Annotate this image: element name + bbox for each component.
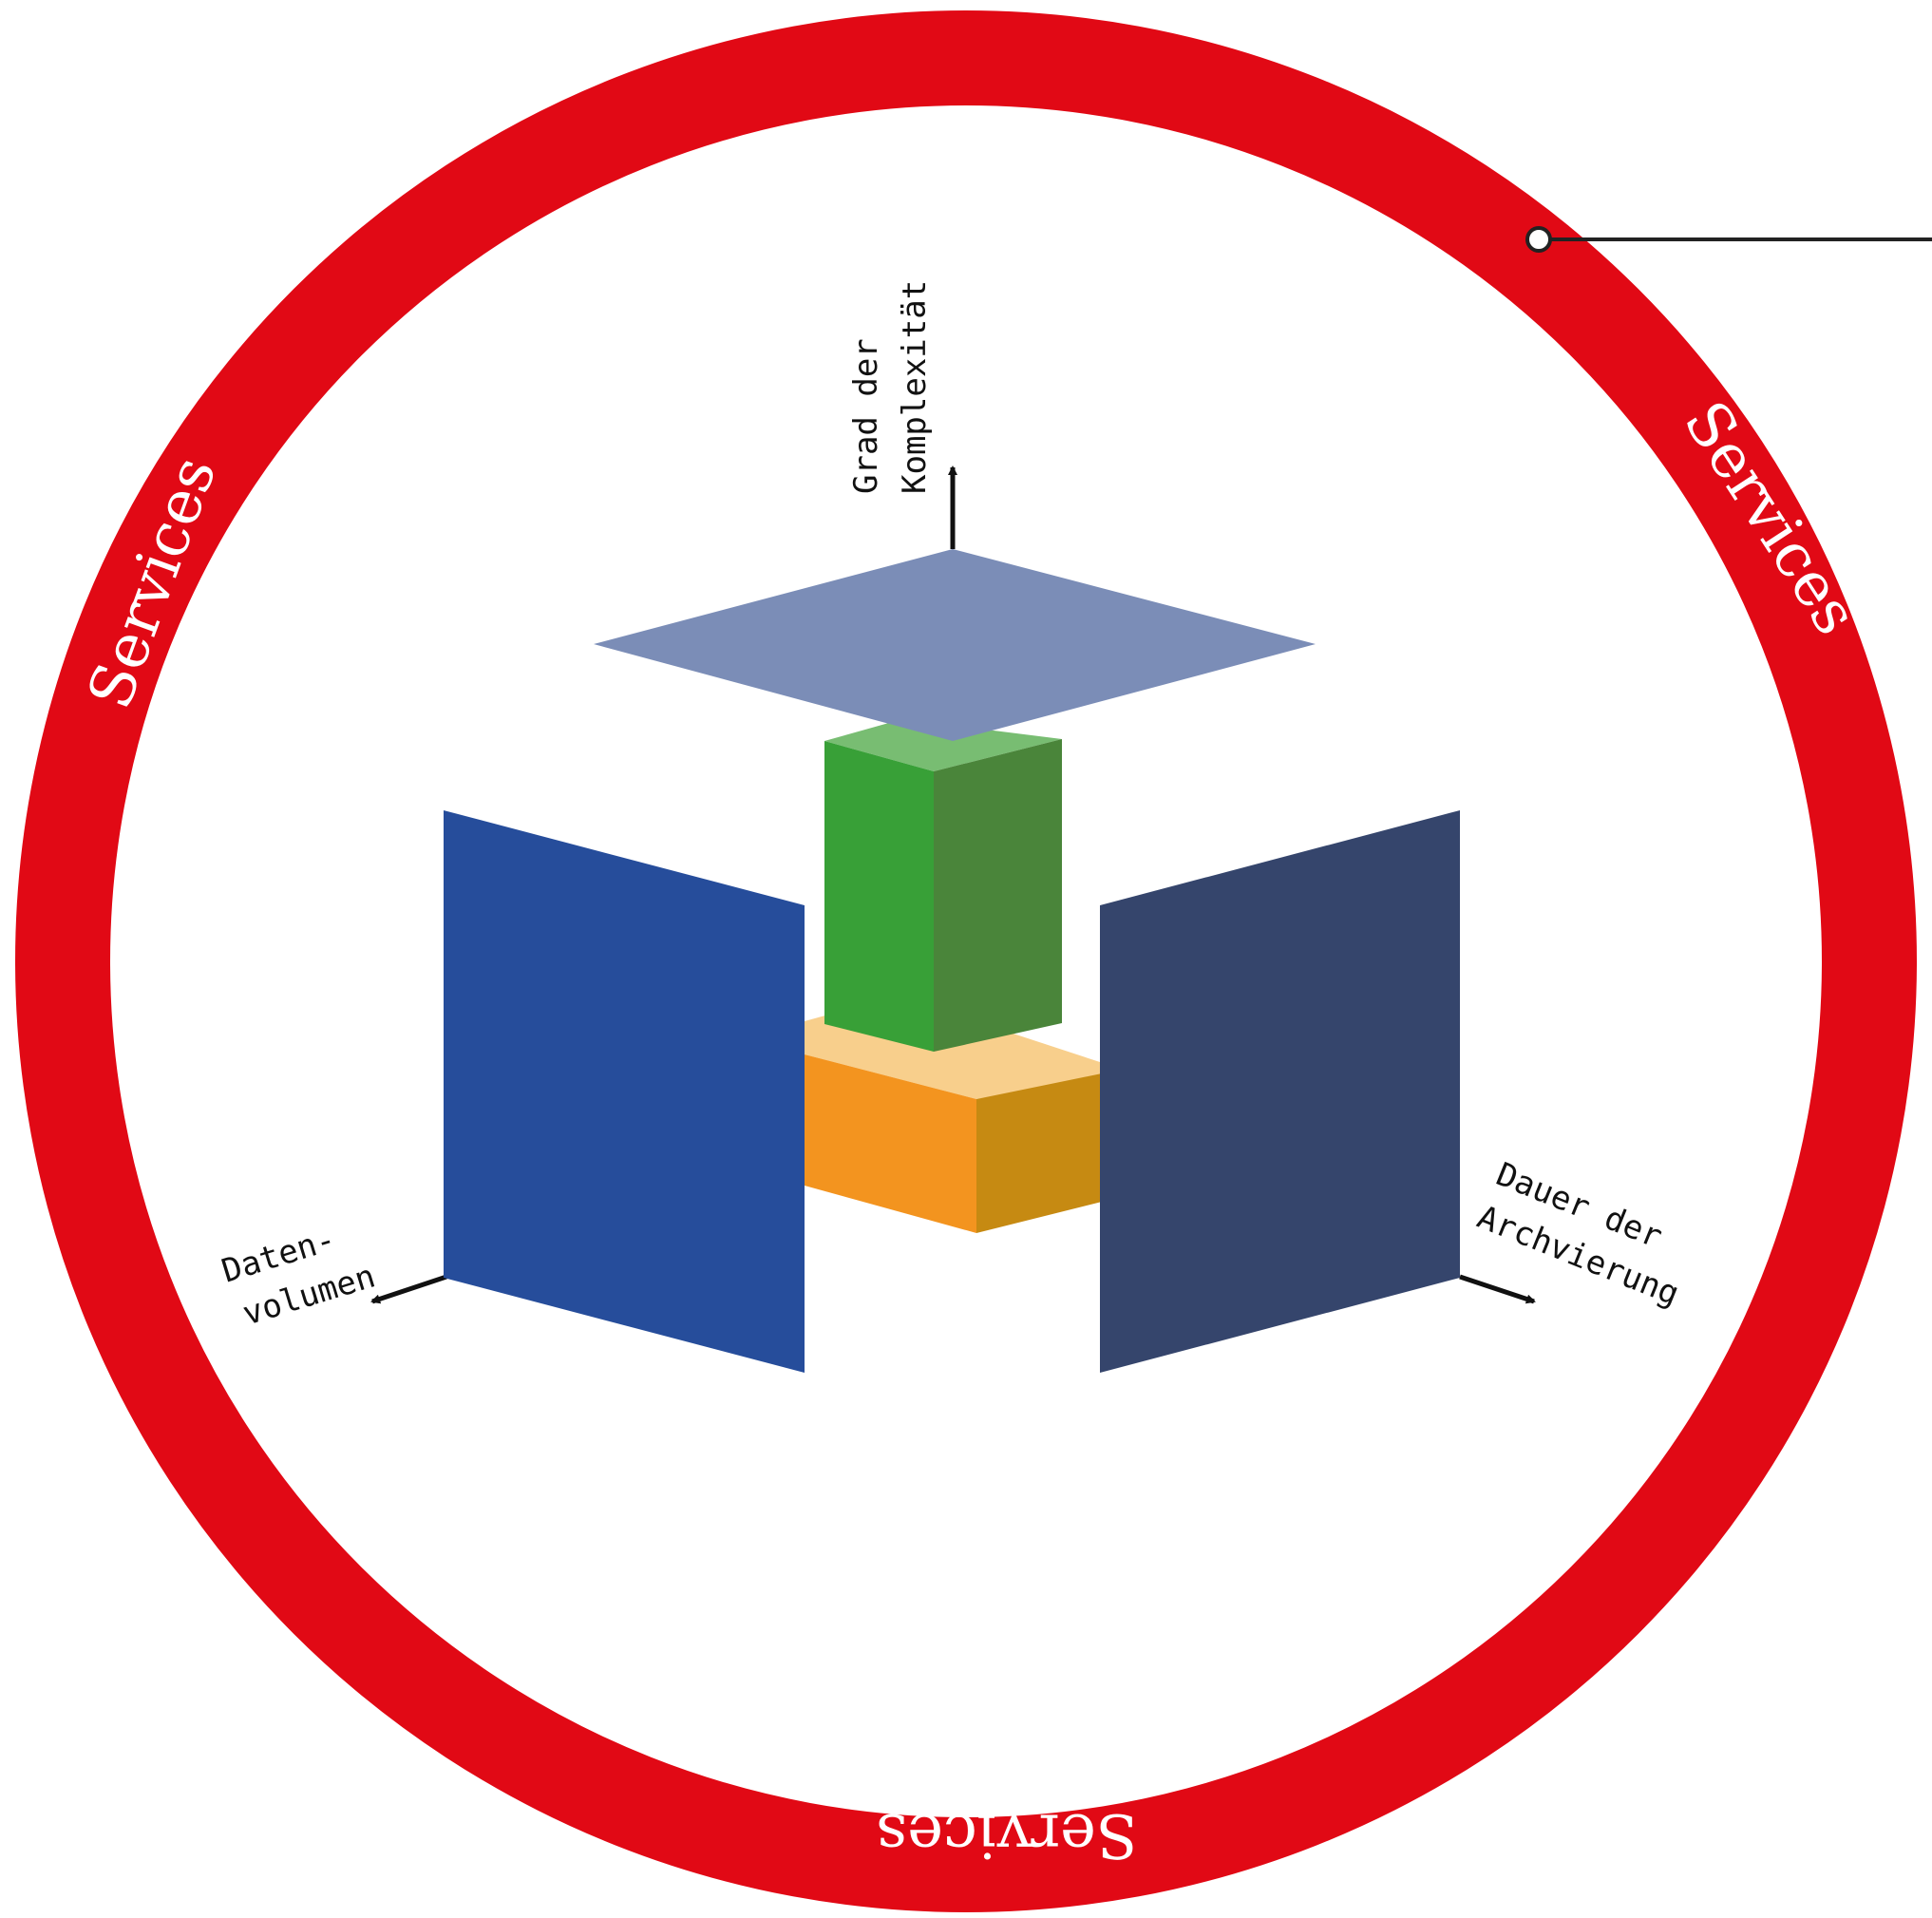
right-panel — [1100, 810, 1460, 1373]
vertical-axis-label-line1: Grad der — [847, 338, 885, 494]
left-panel — [444, 810, 805, 1373]
orange-box-side — [976, 1073, 1102, 1233]
green-pillar-side — [934, 739, 1062, 1052]
green-pillar-front — [824, 741, 934, 1052]
services-ring — [15, 10, 1917, 1912]
orange-box-front — [805, 1054, 976, 1233]
left-axis-arrow — [370, 1274, 447, 1304]
services-label-bottom: Services — [876, 1800, 1138, 1871]
right-axis-arrow — [1459, 1274, 1536, 1304]
top-panel — [594, 549, 1316, 741]
vertical-axis-label-line2: Komplexität — [896, 280, 934, 494]
callout-dot — [1525, 226, 1552, 253]
green-pillar-top — [824, 719, 1062, 771]
